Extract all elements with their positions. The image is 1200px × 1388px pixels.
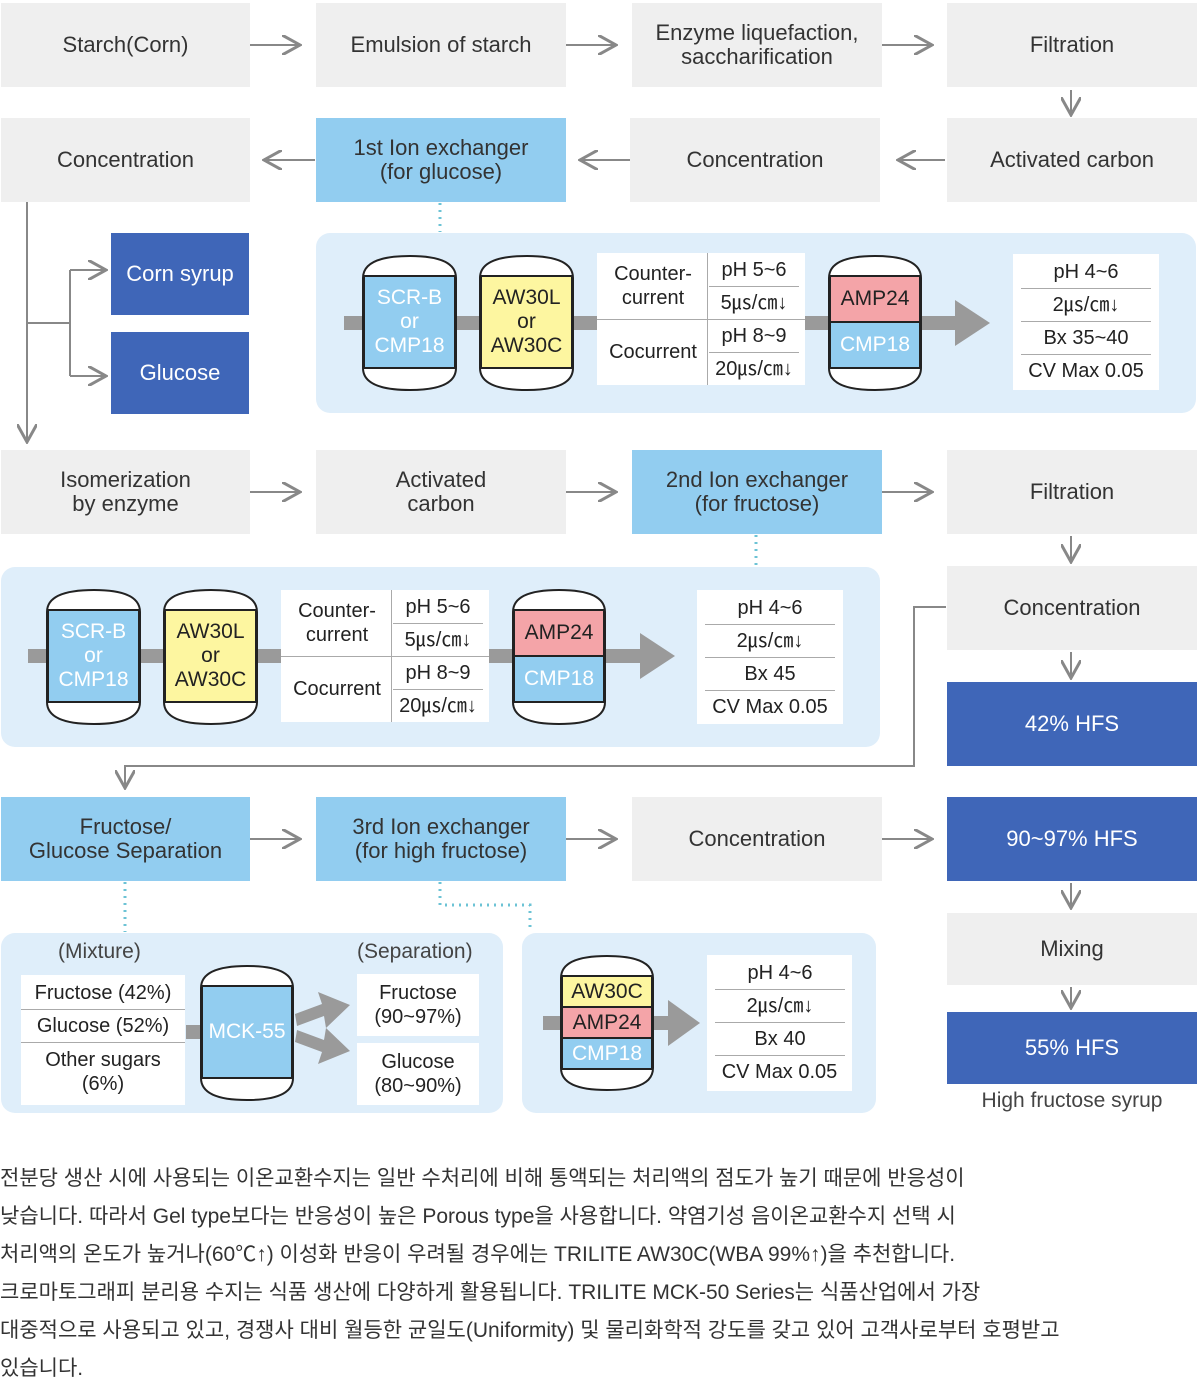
step-concentration-1: Concentration: [1, 118, 250, 202]
step-fructose-glucose-separation: Fructose/ Glucose Separation: [1, 797, 250, 881]
mixture-fructose: Fructose (42%): [21, 977, 185, 1010]
tank1-label-2: SCR-B or CMP18: [58, 620, 129, 691]
tank2-label: AW30L or AW30C: [490, 286, 563, 357]
step-1st-ion-exchanger: 1st Ion exchanger (for glucose): [316, 118, 566, 202]
cocurrent-label: Cocurrent: [609, 341, 697, 363]
countercurrent-label: Counter- current: [614, 263, 692, 309]
output-42-hfs: 42% HFS: [947, 682, 1197, 766]
step-emulsion: Emulsion of starch: [316, 3, 566, 87]
cc-ph-2: pH 5~6: [393, 590, 483, 624]
result-ph: pH 4~6: [1021, 256, 1151, 289]
step-concentration-2: Concentration: [630, 118, 880, 202]
co-conductivity-2: 20㎲/㎝↓: [399, 694, 477, 717]
tank3-bottom-label-2: CMP18: [523, 667, 595, 690]
output-90-97-hfs: 90~97% HFS: [947, 797, 1197, 881]
arrow: [125, 606, 946, 786]
result-cv-2: CV Max 0.05: [712, 696, 828, 718]
result-conductivity-3: 2㎲/㎝↓: [715, 990, 845, 1023]
step-2nd-ion-exchanger: 2nd Ion exchanger (for fructose): [632, 450, 882, 534]
step-activated-carbon-2: Activated carbon: [316, 450, 566, 534]
paragraph-line: 있습니다.: [0, 1357, 84, 1380]
result-brix-3: Bx 40: [715, 1023, 845, 1056]
result-spec-3: pH 4~6 2㎲/㎝↓ Bx 40 CV Max 0.05: [707, 955, 852, 1091]
paragraph-1: 전분당 생산 시에 사용되는 이온교환수지는 일반 수처리에 비해 통액되는 처…: [0, 1160, 1200, 1274]
result-spec-1: pH 4~6 2㎲/㎝↓ Bx 35~40 CV Max 0.05: [1013, 254, 1159, 390]
result-ph-3: pH 4~6: [715, 957, 845, 990]
step-3rd-ion-exchanger: 3rd Ion exchanger (for high fructose): [316, 797, 566, 881]
result-conductivity-2: 2㎲/㎝↓: [705, 625, 835, 658]
separation-label: (Separation): [357, 940, 473, 963]
paragraph-line: 크로마토그래피 분리용 수지는 식품 생산에 다양하게 활용됩니다. TRILI…: [0, 1281, 981, 1304]
cocurrent-label-2: Cocurrent: [293, 678, 381, 700]
co-conductivity: 20㎲/㎝↓: [715, 357, 793, 380]
result-brix-2: Bx 45: [705, 658, 835, 691]
separated-glucose: Glucose (80~90%): [357, 1043, 479, 1105]
flow-conditions-2: Counter- current Cocurrent pH 5~6 5㎲/㎝↓ …: [281, 590, 489, 722]
mixture-glucose: Glucose (52%): [21, 1010, 185, 1043]
paragraph-line: 대중적으로 사용되고 있고, 경쟁사 대비 월등한 균일도(Uniformity…: [0, 1319, 1060, 1342]
tank4-cmp18: CMP18: [571, 1041, 643, 1065]
mixture-label: (Mixture): [58, 940, 141, 963]
cc-ph: pH 5~6: [709, 253, 799, 287]
result-ph-2: pH 4~6: [705, 592, 835, 625]
mixture-composition: Fructose (42%) Glucose (52%) Other sugar…: [21, 975, 185, 1105]
paragraph-2: 크로마토그래피 분리용 수지는 식품 생산에 다양하게 활용됩니다. TRILI…: [0, 1274, 1200, 1388]
step-enzyme-liquefaction: Enzyme liquefaction, saccharification: [632, 3, 882, 87]
output-55-hfs: 55% HFS: [947, 1012, 1197, 1084]
step-mixing: Mixing: [947, 913, 1197, 985]
result-spec-2: pH 4~6 2㎲/㎝↓ Bx 45 CV Max 0.05: [697, 590, 843, 724]
tank4-amp24: AMP24: [572, 1010, 642, 1034]
separated-glucose-label: Glucose (80~90%): [374, 1051, 462, 1097]
tank3-top-label: AMP24: [840, 287, 910, 310]
co-ph-2: pH 8~9: [393, 656, 483, 690]
tank3-bottom-label: CMP18: [839, 333, 911, 356]
result-cv: CV Max 0.05: [1028, 360, 1144, 382]
cc-conductivity: 5㎲/㎝↓: [720, 291, 788, 314]
separated-fructose-label: Fructose (90~97%): [374, 982, 462, 1028]
flow-conditions-1: Counter- current Cocurrent pH 5~6 5㎲/㎝↓ …: [597, 253, 805, 385]
step-filtration-1: Filtration: [947, 3, 1197, 87]
step-concentration-4: Concentration: [632, 797, 882, 881]
step-concentration-3: Concentration: [947, 566, 1197, 650]
tank3-top-label-2: AMP24: [524, 621, 594, 644]
paragraph-line: 전분당 생산 시에 사용되는 이온교환수지는 일반 수처리에 비해 통액되는 처…: [0, 1167, 965, 1190]
tank2-label-2: AW30L or AW30C: [174, 620, 247, 691]
tank4-aw30c: AW30C: [571, 979, 643, 1003]
paragraph-line: 낮습니다. 따라서 Gel type보다는 반응성이 높은 Porous typ…: [0, 1205, 956, 1228]
column-label: MCK-55: [208, 1020, 286, 1043]
cc-conductivity-2: 5㎲/㎝↓: [404, 628, 472, 651]
result-conductivity: 2㎲/㎝↓: [1021, 289, 1151, 322]
result-brix: Bx 35~40: [1021, 322, 1151, 355]
step-isomerization: Isomerization by enzyme: [1, 450, 250, 534]
separated-fructose: Fructose (90~97%): [357, 974, 479, 1036]
step-activated-carbon-1: Activated carbon: [947, 118, 1197, 202]
paragraph-line: 처리액의 온도가 높거나(60℃↑) 이성화 반응이 우려될 경우에는 TRIL…: [0, 1243, 956, 1266]
high-fructose-syrup-caption: High fructose syrup: [981, 1089, 1163, 1112]
countercurrent-label-2: Counter- current: [298, 600, 376, 646]
co-ph: pH 8~9: [709, 319, 799, 353]
output-glucose: Glucose: [111, 332, 249, 414]
mixture-other: Other sugars (6%): [45, 1049, 161, 1095]
step-starch: Starch(Corn): [1, 3, 250, 87]
tank1-label: SCR-B or CMP18: [374, 286, 445, 357]
result-cv-3: CV Max 0.05: [721, 1061, 838, 1083]
output-corn-syrup: Corn syrup: [111, 233, 249, 315]
step-filtration-2: Filtration: [947, 450, 1197, 534]
